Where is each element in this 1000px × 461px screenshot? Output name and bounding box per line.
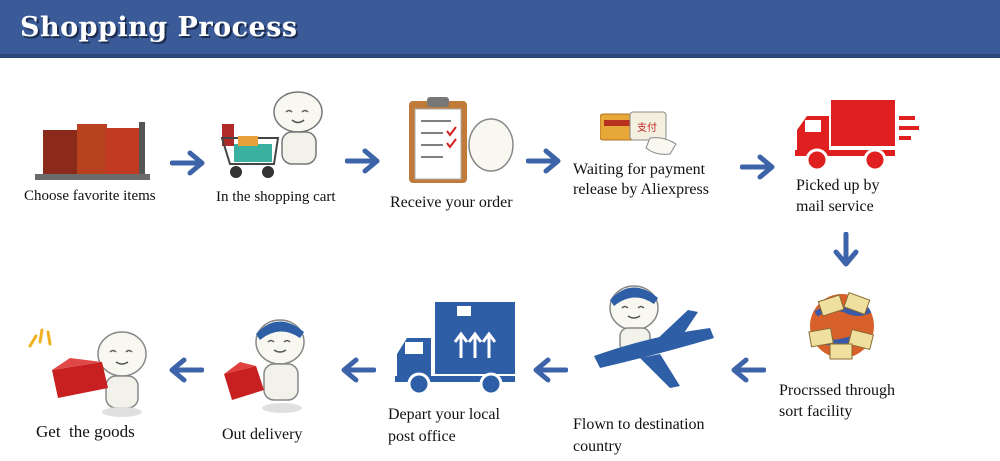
payment-card-icon: 支付: [600, 111, 677, 155]
arrow-right-icon: [345, 148, 380, 174]
header-shade: [0, 54, 1000, 58]
step-label: In the shopping cart: [216, 189, 336, 205]
envelopes-globe-icon: [808, 292, 874, 360]
arrow-right-icon: [526, 148, 561, 174]
step-label-line1: Waiting for payment: [573, 161, 706, 178]
step-label: Receive your order: [390, 194, 513, 211]
arrow-left-icon: [731, 357, 766, 383]
svg-text:支付: 支付: [637, 121, 657, 134]
step-label-line2: sort facility: [779, 403, 853, 420]
arrow-left-icon: [169, 357, 204, 383]
shopping-cart-icon: [220, 91, 323, 178]
books-icon: [35, 122, 150, 180]
step-label: Get the goods: [36, 422, 135, 441]
arrow-left-icon: [341, 357, 376, 383]
step-label-line2: mail service: [796, 198, 874, 215]
step-label-line1: Depart your local: [388, 406, 500, 423]
step-label-line2: country: [573, 438, 622, 455]
arrow-left-icon: [533, 357, 568, 383]
step-label-line1: Picked up by: [796, 177, 880, 194]
page-title: Shopping Process: [20, 12, 298, 43]
blue-truck-icon: [395, 302, 515, 396]
airplane-icon: [594, 285, 714, 388]
step-label: Out delivery: [222, 426, 303, 443]
header-bar: Shopping Process: [0, 0, 1000, 58]
gift-icon: [28, 328, 147, 417]
clipboard-icon: [409, 97, 514, 183]
arrow-right-icon: [740, 154, 775, 180]
courier-icon: [224, 319, 305, 413]
arrow-right-icon: [170, 150, 205, 176]
step-label-line2: post office: [388, 428, 456, 445]
arrow-down-icon: [833, 232, 859, 267]
delivery-truck-icon: [795, 100, 919, 172]
step-label-line2: release by Aliexpress: [573, 181, 709, 198]
step-label-line1: Flown to destination: [573, 416, 705, 433]
step-label-line1: Procrssed through: [779, 382, 895, 399]
step-label: Choose favorite items: [24, 188, 156, 204]
